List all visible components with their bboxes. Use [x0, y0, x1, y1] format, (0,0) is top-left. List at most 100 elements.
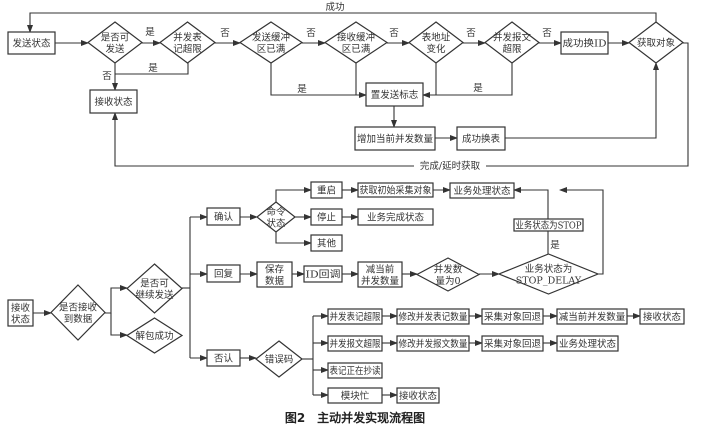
node-label: 置发送标志: [371, 89, 419, 101]
node-label: 减当前并发数量: [559, 311, 626, 323]
node-swap-id: 成功换ID: [560, 31, 609, 55]
node-msg-limit: 并发报文超限: [484, 21, 540, 64]
edge-label-yes: 是: [148, 63, 158, 74]
node-label: 模块忙: [341, 390, 370, 402]
flow-arrow: [270, 63, 367, 98]
node-label: 并发表记超限: [330, 311, 381, 323]
node-unpack: 解包成功: [125, 317, 184, 354]
node-label: 采集对象回退: [484, 338, 542, 350]
edge-label-yes: 是: [297, 84, 307, 95]
node-label: 接收: [11, 302, 31, 314]
node-label: 确认: [214, 211, 234, 223]
node-label: 业务状态为: [525, 263, 573, 275]
node-e3: 表记正在抄读: [327, 362, 383, 379]
node-label: 减当前: [366, 263, 395, 275]
node-label: 到数据: [64, 313, 93, 325]
node-label: 接收状态: [94, 96, 133, 108]
node-e2d: 业务处理状态: [556, 335, 619, 352]
node-label: 并发数: [434, 263, 463, 275]
node-label: 错误码: [265, 354, 294, 366]
flow-arrow: [110, 313, 128, 338]
node-inc-count: 增加当前并发数量: [354, 126, 436, 151]
node-label: 发送状态: [12, 38, 51, 50]
node-label: 发送缓冲: [252, 31, 290, 43]
node-e2c: 采集对象回退: [481, 335, 544, 352]
node-recv-state: 接收状态: [89, 89, 138, 114]
node-label: 是否接收: [59, 301, 98, 313]
node-biz-proc: 业务处理状态: [449, 182, 515, 199]
node-e1e: 接收状态: [639, 308, 685, 325]
node-label: 接收状态: [399, 390, 438, 402]
node-get-obj: 获取对象: [628, 21, 684, 64]
node-nack: 否认: [206, 349, 241, 367]
node-label: 其他: [317, 238, 337, 250]
node-ack: 确认: [206, 207, 241, 226]
node-label: 业务完成状态: [367, 212, 425, 224]
node-label: 并发表: [173, 31, 202, 43]
node-label: 表记正在抄读: [330, 365, 381, 377]
node-e4b: 接收状态: [396, 387, 440, 404]
node-swap-table: 成功换表: [456, 126, 506, 151]
node-set-flag: 置发送标志: [365, 82, 424, 107]
node-label: 修改并发报文数量: [399, 338, 468, 350]
flow-arrow: [115, 63, 189, 75]
node-label: 接收状态: [643, 311, 682, 323]
node-dec: 减当前并发数量: [357, 261, 403, 288]
node-is-stop: 业务状态为STOP: [513, 218, 584, 232]
node-reply: 回复: [206, 264, 241, 283]
node-label: 数据: [265, 275, 285, 287]
edge-label-success: 成功: [325, 1, 344, 13]
node-label: 否认: [214, 353, 234, 365]
node-label: 并发数量: [361, 275, 400, 287]
node-e1c: 采集对象回退: [481, 308, 544, 325]
node-send-state: 发送状态: [7, 31, 56, 55]
node-e2: 并发报文超限: [327, 335, 383, 352]
node-label: 停止: [317, 212, 337, 224]
flow-arrow: [513, 187, 549, 219]
node-get-init: 获取初始采集对象: [357, 182, 434, 198]
node-label: STOP_DELAY: [516, 275, 582, 286]
edge-label-yes: 是: [550, 240, 560, 251]
node-label: 成功换ID: [563, 38, 607, 50]
node-label: 区已满: [257, 44, 286, 55]
node-label: 继续发送: [135, 289, 174, 301]
node-label: 命令: [266, 206, 286, 218]
node-err: 错误码: [255, 340, 303, 378]
figure-caption: 图2 主动并发实现流程图: [285, 410, 425, 425]
node-e1d: 减当前并发数量: [556, 308, 628, 325]
edge-label-yes: 是: [473, 83, 483, 94]
node-label: 成功换表: [462, 133, 501, 145]
node-label: 回复: [214, 268, 234, 280]
node-e1b: 修改并发表记数量: [396, 308, 470, 325]
node-label: 是否可: [140, 278, 169, 289]
flow-arrow: [105, 285, 128, 314]
node-label: 解包成功: [135, 330, 173, 342]
node-label: 记超限: [173, 43, 202, 55]
node-label: 业务处理状态: [453, 185, 511, 197]
node-label: 修改并发表记数量: [399, 311, 468, 323]
edge-label-no: 否: [389, 28, 399, 39]
node-stop-delay: 业务状态为STOP_DELAY: [497, 253, 600, 295]
node-label: 保存: [265, 263, 285, 275]
node-label: 状态: [11, 313, 31, 325]
node-label: 获取对象: [637, 37, 676, 49]
edge-label-no: 否: [220, 28, 230, 39]
node-label: 表地址: [422, 31, 451, 43]
node-label: 超限: [502, 43, 522, 55]
flow-arrow: [112, 42, 689, 167]
node-label: 获取初始采集对象: [360, 185, 432, 197]
node-label: 增加当前并发数量: [357, 133, 434, 145]
node-label: 状态: [266, 217, 286, 229]
flow-arrow: [27, 12, 657, 33]
node-label: 接收缓冲: [337, 31, 375, 43]
flow-arrow: [422, 63, 513, 98]
flow-arrow: [275, 232, 312, 246]
